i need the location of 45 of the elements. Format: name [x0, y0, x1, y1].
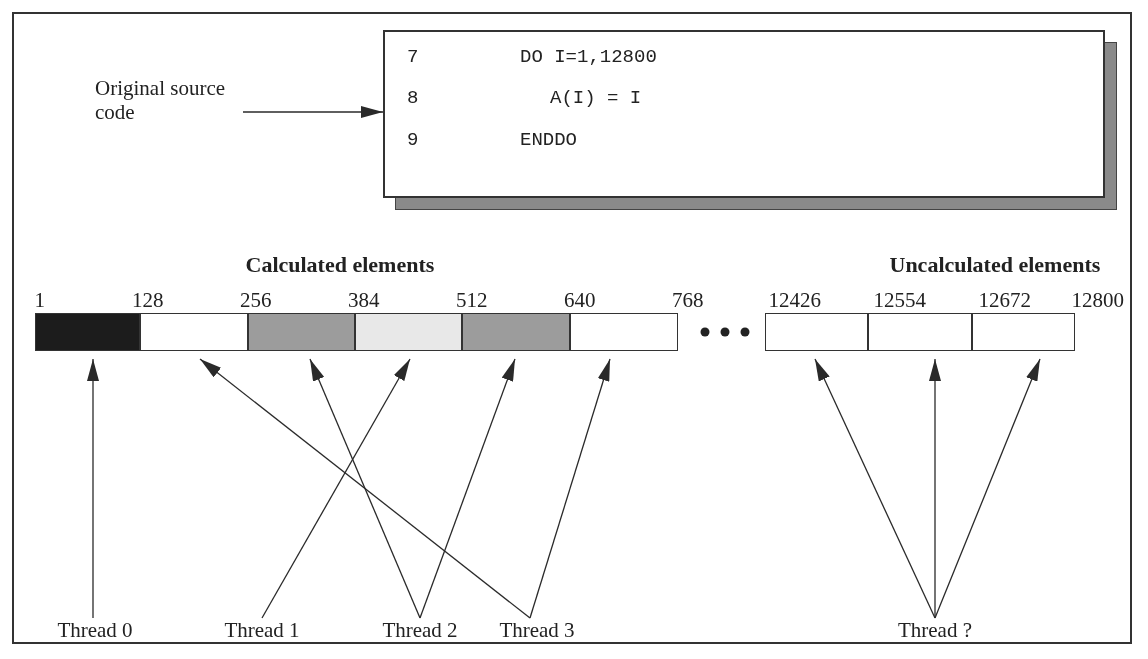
arrow: [529, 358, 611, 619]
thread-label: Thread 0: [45, 618, 145, 642]
index-number: 640: [564, 288, 596, 312]
code-line: ENDDO: [520, 129, 577, 151]
array-cell: [765, 313, 868, 351]
index-number: 12426: [768, 288, 821, 312]
array-cell: [868, 313, 972, 351]
index-number: 128: [132, 288, 164, 312]
arrow: [419, 358, 516, 619]
arrow: [87, 358, 99, 619]
array-cell: [355, 313, 462, 351]
index-number: 1: [34, 288, 45, 312]
thread-label: Thread 1: [212, 618, 312, 642]
index-number: 256: [240, 288, 272, 312]
arrow: [814, 358, 936, 619]
code-line: A(I) = I: [550, 87, 642, 109]
arrow: [242, 106, 384, 118]
array-cell: [35, 313, 140, 351]
line-number: 9: [407, 129, 419, 151]
arrow: [199, 358, 531, 619]
caption-text: Original source code: [95, 76, 255, 124]
index-number: 768: [672, 288, 704, 312]
arrow: [934, 358, 1041, 619]
thread-label: Thread ?: [885, 618, 985, 642]
array-cell: [140, 313, 248, 351]
section-heading: Uncalculated elements: [889, 253, 1101, 277]
code-box: [383, 30, 1105, 198]
array-cell: [570, 313, 678, 351]
section-heading: Calculated elements: [245, 253, 435, 277]
index-number: 12672: [978, 288, 1031, 312]
index-number: 12800: [1071, 288, 1124, 312]
index-number: 512: [456, 288, 488, 312]
thread-label: Thread 2: [370, 618, 470, 642]
array-cell: [972, 313, 1075, 351]
code-line: DO I=1,12800: [520, 46, 657, 68]
line-number: 8: [407, 87, 419, 109]
array-cell: [462, 313, 570, 351]
thread-label: Thread 3: [487, 618, 587, 642]
line-number: 7: [407, 46, 419, 68]
arrow: [261, 358, 411, 619]
arrow: [929, 358, 941, 619]
arrow: [309, 358, 421, 619]
index-number: 12554: [873, 288, 926, 312]
array-cell: [248, 313, 355, 351]
index-number: 384: [348, 288, 380, 312]
